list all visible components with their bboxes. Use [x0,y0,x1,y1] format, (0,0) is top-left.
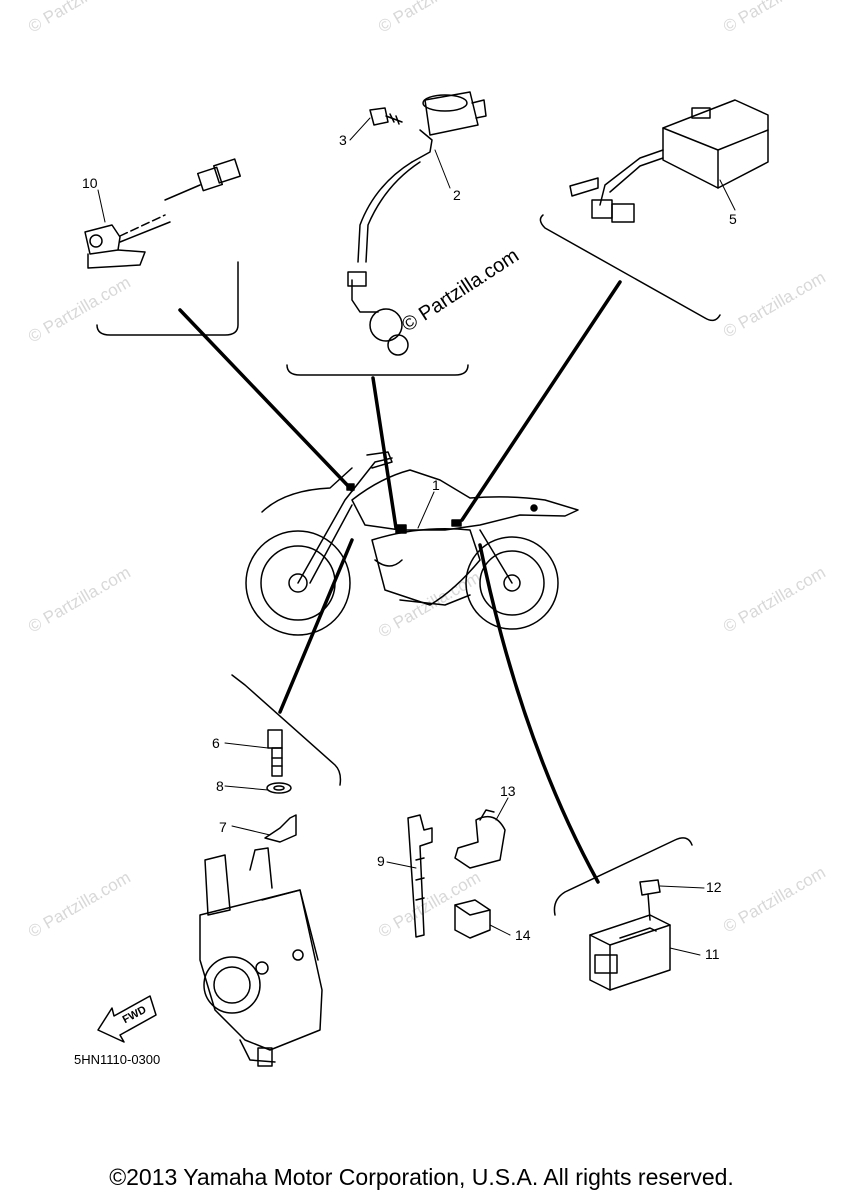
part-12-bolt [639,879,661,921]
callout-9: 9 [377,853,385,869]
callout-1: 1 [432,477,440,493]
callout-2: 2 [453,187,461,203]
callout-10: 10 [82,175,98,191]
part-13-clamp [454,809,506,869]
fwd-arrow-icon [97,995,157,1043]
callout-14: 14 [515,927,531,943]
leader-lines [178,280,622,884]
part-14-clamp [454,899,491,939]
part-3-bolt [369,107,403,126]
callout-5: 5 [729,211,737,227]
copyright-notice: ©2013 Yamaha Motor Corporation, U.S.A. A… [109,1164,734,1190]
callout-11: 11 [705,946,720,962]
callout-8: 8 [216,778,224,794]
callout-6: 6 [212,735,220,751]
part-7-clip [264,814,297,843]
part-6-spark-plug [267,729,283,777]
diagram-part-code: 5HN1110-0300 [74,1052,161,1067]
carburetor [199,847,323,1067]
callout-leaders [97,117,736,956]
part-5-cdi-unit [569,99,769,223]
callout-3: 3 [339,132,347,148]
callout-13: 13 [500,783,516,799]
part-11-rectifier [589,914,671,991]
part-9-cable-tie [407,814,433,938]
motorcycle-outline [245,451,579,636]
bracket-lines [96,214,721,916]
callout-7: 7 [219,819,227,835]
part-2-ignition-coil [347,91,487,356]
part-8-gasket [266,782,292,794]
part-10-sensor [84,158,241,269]
callout-12: 12 [706,879,722,895]
